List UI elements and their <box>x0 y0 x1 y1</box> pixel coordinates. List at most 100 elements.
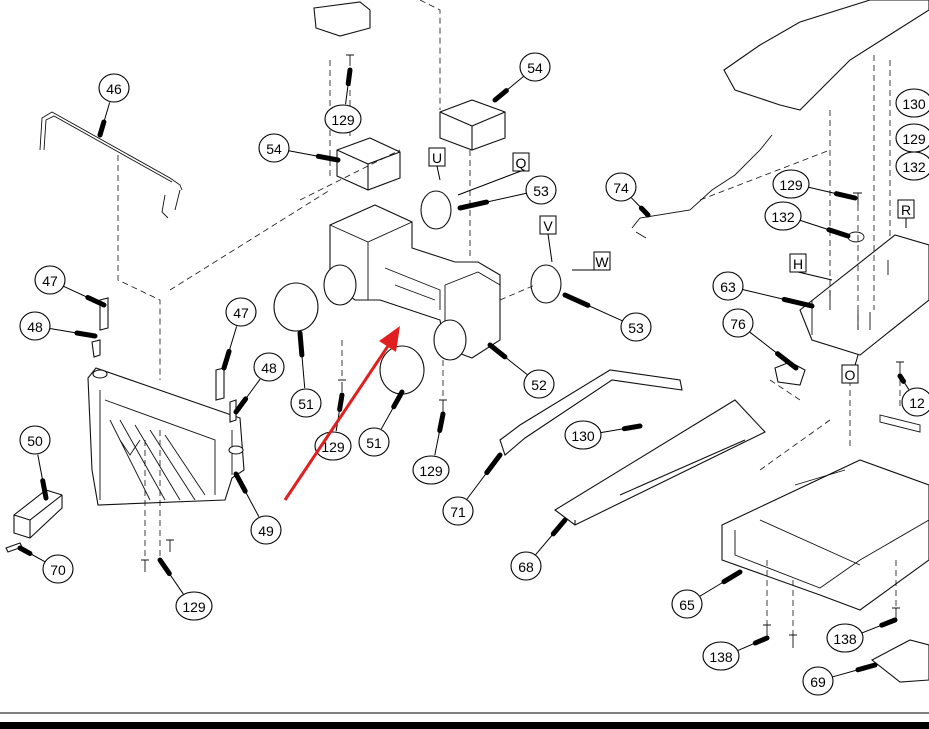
leader-arrow <box>157 557 172 577</box>
leader-arrow <box>315 153 341 163</box>
reference-letter-U: U <box>428 147 446 167</box>
part-callout-47: 47 <box>34 265 66 295</box>
letter-leader <box>457 170 522 196</box>
callout-number: 74 <box>613 180 629 196</box>
part-callout-129: 129 <box>324 104 362 134</box>
leader-arrow <box>337 392 345 412</box>
part-callout-54: 54 <box>519 52 551 82</box>
callout-number: 129 <box>419 463 443 479</box>
leader-arrow <box>484 452 503 476</box>
part-callout-138: 138 <box>702 641 740 671</box>
callout-number: 129 <box>779 177 803 193</box>
reference-letter-Q: Q <box>512 152 530 172</box>
part-74-wire <box>631 134 773 239</box>
part-callout-49: 49 <box>250 515 282 545</box>
leader-arrow <box>233 471 248 494</box>
part-callout-74: 74 <box>605 172 637 202</box>
part-drawings <box>5 0 929 683</box>
part-top-cover <box>723 0 929 111</box>
callout-number: 138 <box>709 649 733 665</box>
callout-number: 53 <box>533 183 549 199</box>
part-54-block <box>336 137 401 191</box>
part-63-tray <box>799 234 929 356</box>
leader-arrow <box>833 191 858 201</box>
callout-number: 129 <box>331 112 355 128</box>
part-52-bore <box>323 264 357 306</box>
red-arrow-head <box>379 326 400 352</box>
part-callout-50: 50 <box>19 425 51 455</box>
part-52-housing-detail <box>329 221 501 348</box>
letter-leader <box>436 165 441 181</box>
letter-leader <box>797 271 833 281</box>
leader-arrow <box>297 330 305 358</box>
part-callout-68: 68 <box>510 551 542 581</box>
leader-arrow <box>492 88 509 103</box>
leader-arrow <box>897 373 907 384</box>
callout-number: 52 <box>531 377 547 393</box>
leader-arrow <box>621 423 643 432</box>
part-52-bore <box>433 319 467 361</box>
part-callout-76: 76 <box>722 308 754 338</box>
part-callout-53: 53 <box>620 312 652 342</box>
part-69-plate <box>870 639 929 683</box>
callout-number: 129 <box>902 131 926 147</box>
leader-arrow <box>721 569 743 585</box>
part-53-ring <box>530 264 562 304</box>
part-callout-129: 129 <box>175 591 213 621</box>
part-callout-71: 71 <box>442 496 474 526</box>
letter-text: R <box>901 202 911 218</box>
callout-number: 65 <box>679 597 695 613</box>
part-callout-52: 52 <box>523 369 555 399</box>
part-49-hole <box>92 369 108 379</box>
callout-number: 48 <box>261 360 277 376</box>
part-callout-70: 70 <box>42 554 74 584</box>
callout-number: 51 <box>298 396 314 412</box>
callout-number: 47 <box>42 273 58 289</box>
part-47-clip <box>215 367 225 401</box>
leader-arrow <box>40 478 49 501</box>
leader-arrow <box>487 342 508 360</box>
leader-arrow <box>345 67 353 87</box>
reference-letter-H: H <box>789 253 807 273</box>
leader-arrow <box>562 292 591 308</box>
leader-arrow <box>221 348 232 371</box>
callout-number: 50 <box>27 433 43 449</box>
letter-text: O <box>845 367 856 383</box>
part-65-frame-detail <box>734 414 929 589</box>
part-callout-129: 129 <box>412 455 450 485</box>
part-65-frame <box>721 459 929 611</box>
callout-number: 54 <box>527 60 543 76</box>
callout-number: 48 <box>27 319 43 335</box>
part-callout-48: 48 <box>19 311 51 341</box>
callout-number: 46 <box>106 81 122 97</box>
letter-leader <box>547 233 553 263</box>
reference-letter-O: O <box>841 364 859 384</box>
letter-text: U <box>432 150 442 166</box>
part-callout-12: 12 <box>901 387 929 417</box>
reference-letter-R: R <box>897 199 915 219</box>
callout-number: 69 <box>810 674 826 690</box>
callout-number: 129 <box>321 439 345 455</box>
callout-number: 47 <box>233 305 249 321</box>
callout-number: 130 <box>902 96 926 112</box>
letter-text: Q <box>516 155 527 171</box>
leader-arrow <box>85 295 107 308</box>
leader-arrow <box>97 119 107 138</box>
part-52-housing <box>329 204 501 359</box>
part-68-plate <box>554 399 766 526</box>
letter-text: W <box>595 254 609 270</box>
part-callout-48: 48 <box>253 352 285 382</box>
leader-arrow <box>826 227 851 239</box>
leader-arrow <box>752 635 770 646</box>
part-53-ring <box>420 190 452 230</box>
callout-number: 138 <box>833 631 857 647</box>
leader-lines <box>17 67 929 678</box>
part-46-rod <box>39 111 183 219</box>
red-arrow-shaft <box>283 339 394 501</box>
leader-arrow <box>879 617 898 628</box>
part-callout-132: 132 <box>895 151 929 181</box>
part-callout-46: 46 <box>98 73 130 103</box>
callout-number: 70 <box>50 562 66 578</box>
